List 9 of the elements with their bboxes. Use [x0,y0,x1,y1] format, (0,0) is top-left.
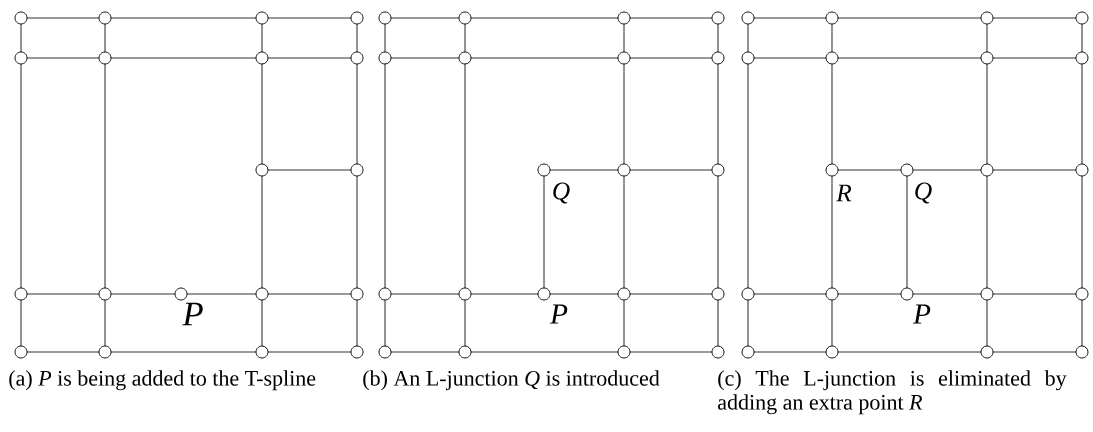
point-label: P [912,304,931,324]
point-label: R [836,184,852,202]
figure-caption: (a) P is being added to the T-spline [9,370,316,391]
point-label: P [182,302,203,326]
point-label: Q [915,182,932,204]
point-label: Q [553,182,570,204]
figure-caption: (c) The L-junction is eliminated by adding an extra point R [718,370,1067,415]
point-label: P [549,304,568,324]
figure-caption: (b) An L-junction Q is introduced [363,370,660,391]
